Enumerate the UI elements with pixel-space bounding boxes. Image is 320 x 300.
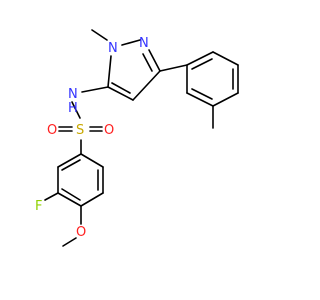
bond-nmethyl-ch3	[91, 29, 108, 41]
bond-ring-a-3	[80, 192, 104, 207]
bond-ring-a-4	[57, 192, 82, 207]
bond-c3-c4	[132, 70, 161, 101]
bond-ring-b-5-double	[191, 88, 213, 100]
bond-n2-c3-double	[142, 53, 153, 72]
bond-ring-a-1	[80, 153, 104, 168]
bond-c4-c5-double	[111, 82, 131, 94]
bond-o-ch3	[62, 237, 77, 247]
atom-fluorine: F	[35, 199, 42, 214]
bond-c5-n1	[107, 55, 112, 88]
atom-n-ring: N	[139, 36, 149, 51]
bond-ring-b-4	[212, 92, 239, 107]
bond-n1-n2	[121, 39, 141, 46]
structure-drawing: N N N H S O O F O	[35, 29, 239, 247]
atom-nh-h: H	[68, 101, 78, 116]
atom-sulfur: S	[76, 123, 84, 138]
atom-n-methyl: N	[108, 41, 118, 56]
bond-ring-a-6	[57, 153, 82, 168]
bond-ring-b-2	[212, 51, 239, 66]
molecule-diagram: N N N H S O O F O	[35, 29, 239, 247]
atom-nh-n: N	[68, 87, 78, 102]
bond-ring-b-1-double	[191, 58, 213, 70]
bond-n2-c3	[148, 49, 161, 72]
bonds	[44, 29, 239, 247]
bond-c4-c5	[107, 86, 134, 101]
atom-oxygen-methoxy: O	[76, 225, 86, 240]
atom-labels: N N N H S O O F O	[35, 36, 149, 240]
bond-ring-b-1	[186, 51, 214, 66]
bond-ring-b-5	[186, 92, 214, 107]
bond-ring-a-6-double	[61, 159, 81, 171]
bond-c5-nh	[81, 86, 109, 93]
atom-oxygen-right: O	[104, 123, 114, 138]
bond-nh-s	[71, 101, 81, 119]
bond-c3-tolyl	[159, 64, 188, 72]
bond-c-f	[44, 192, 59, 201]
atom-oxygen-left: O	[47, 123, 57, 138]
bond-ring-a-4-double	[61, 188, 81, 201]
